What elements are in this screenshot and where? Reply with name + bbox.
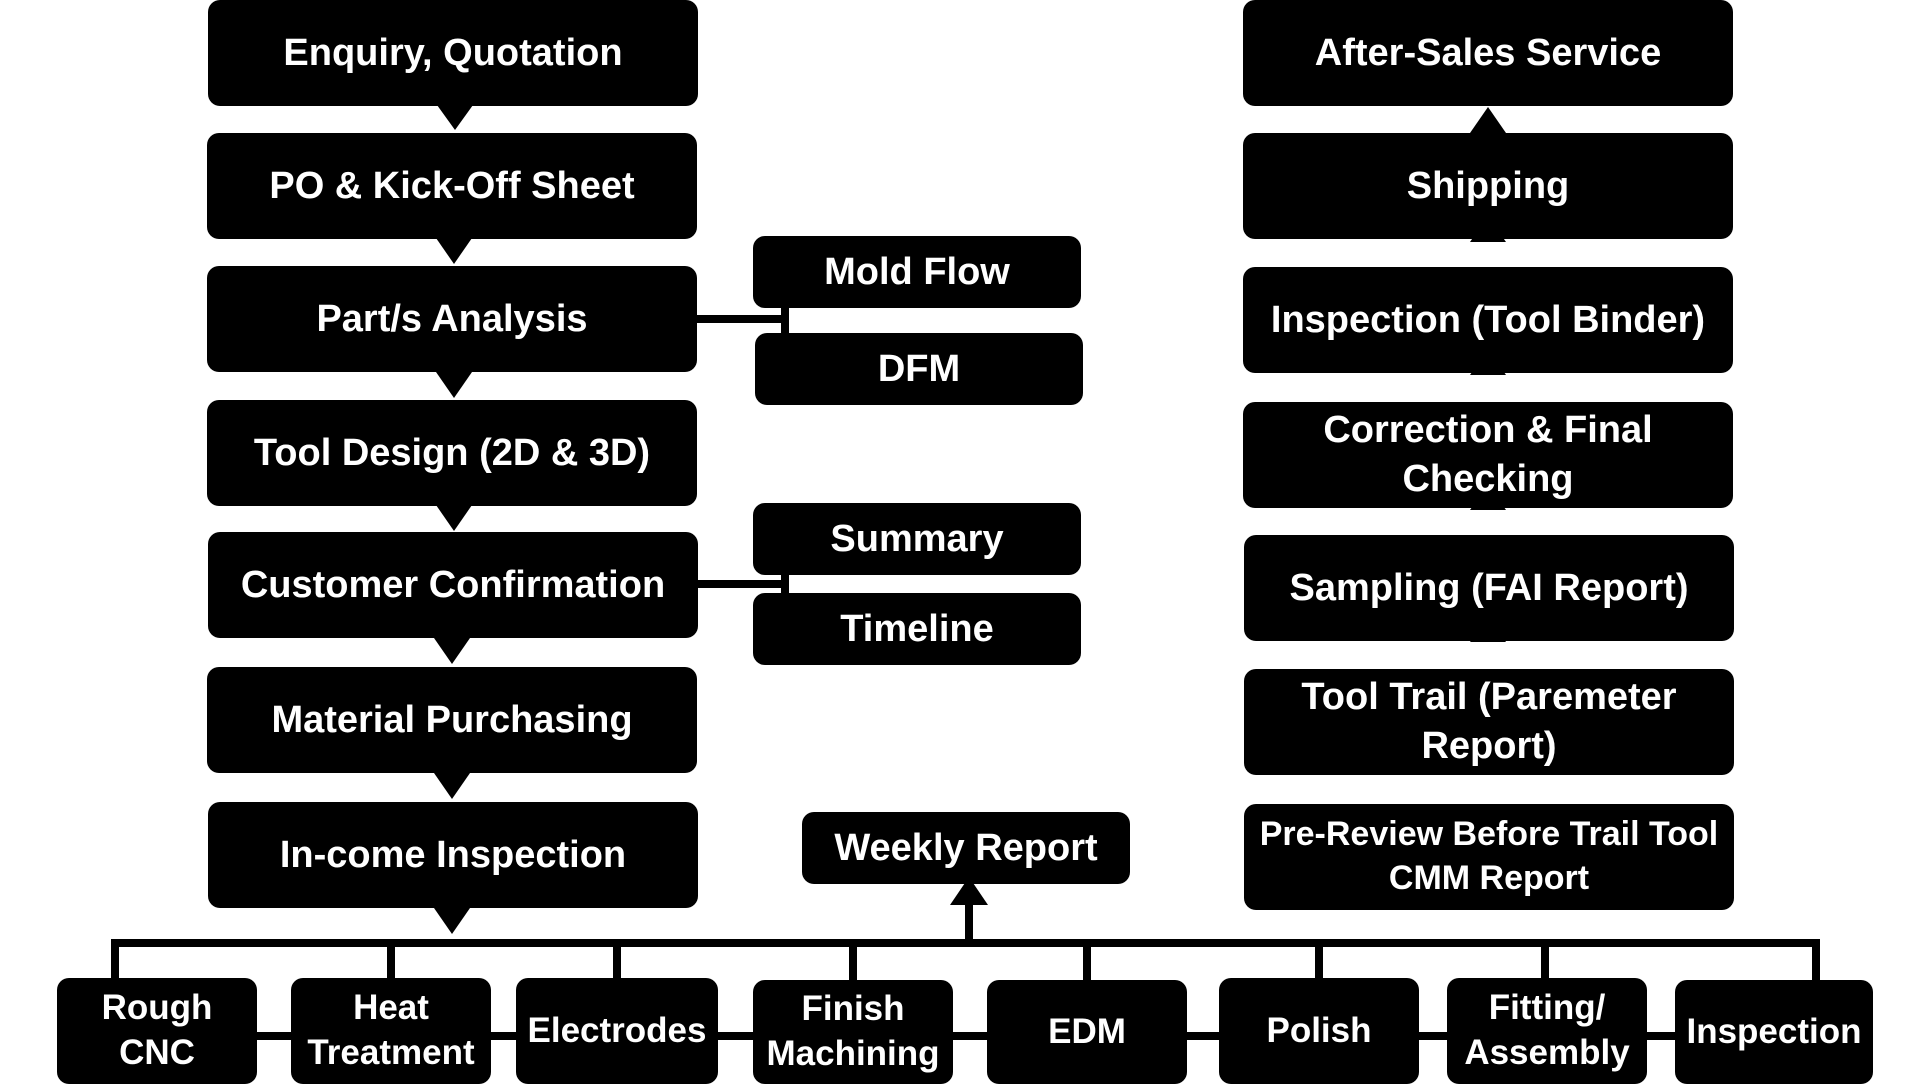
weekly-report-box: Weekly Report — [802, 812, 1130, 884]
edm-box: EDM — [987, 980, 1187, 1084]
pre-review-box: Pre-Review Before Trail Tool CMM Report — [1244, 804, 1734, 910]
rough-cnc-box: Rough CNC — [57, 978, 257, 1084]
arrow-down — [436, 505, 472, 531]
po-kickoff-box: PO & Kick-Off Sheet — [207, 133, 697, 239]
tool-design-box: Tool Design (2D & 3D) — [207, 400, 697, 506]
arrow-up — [950, 877, 988, 905]
arrow-down — [434, 908, 470, 934]
enquiry-quotation-box: Enquiry, Quotation — [208, 0, 698, 106]
arrow-down — [434, 638, 470, 664]
inspection-tool-binder-box: Inspection (Tool Binder) — [1243, 267, 1733, 373]
arrow-down — [436, 372, 472, 398]
incoming-inspection-box: In-come Inspection — [208, 802, 698, 908]
sampling-box: Sampling (FAI Report) — [1244, 535, 1734, 641]
summary-box: Summary — [753, 503, 1081, 575]
arrow-down — [436, 238, 472, 264]
polish-box: Polish — [1219, 978, 1419, 1084]
heat-treatment-box: Heat Treatment — [291, 978, 491, 1084]
inspection-box: Inspection — [1675, 980, 1873, 1084]
electrodes-box: Electrodes — [516, 978, 718, 1084]
material-purchasing-box: Material Purchasing — [207, 667, 697, 773]
dfm-box: DFM — [755, 333, 1083, 405]
shipping-box: Shipping — [1243, 133, 1733, 239]
timeline-box: Timeline — [753, 593, 1081, 665]
arrow-down — [434, 773, 470, 799]
tool-trail-box: Tool Trail (Paremeter Report) — [1244, 669, 1734, 775]
fitting-assembly-box: Fitting/ Assembly — [1447, 978, 1647, 1084]
customer-confirmation-box: Customer Confirmation — [208, 532, 698, 638]
correction-final-checking-box: Correction & Final Checking — [1243, 402, 1733, 508]
arrow-up — [1470, 107, 1506, 133]
part-analysis-box: Part/s Analysis — [207, 266, 697, 372]
finish-machining-box: Finish Machining — [753, 980, 953, 1084]
arrow-down — [437, 105, 473, 130]
after-sales-service-box: After-Sales Service — [1243, 0, 1733, 106]
mold-flow-box: Mold Flow — [753, 236, 1081, 308]
